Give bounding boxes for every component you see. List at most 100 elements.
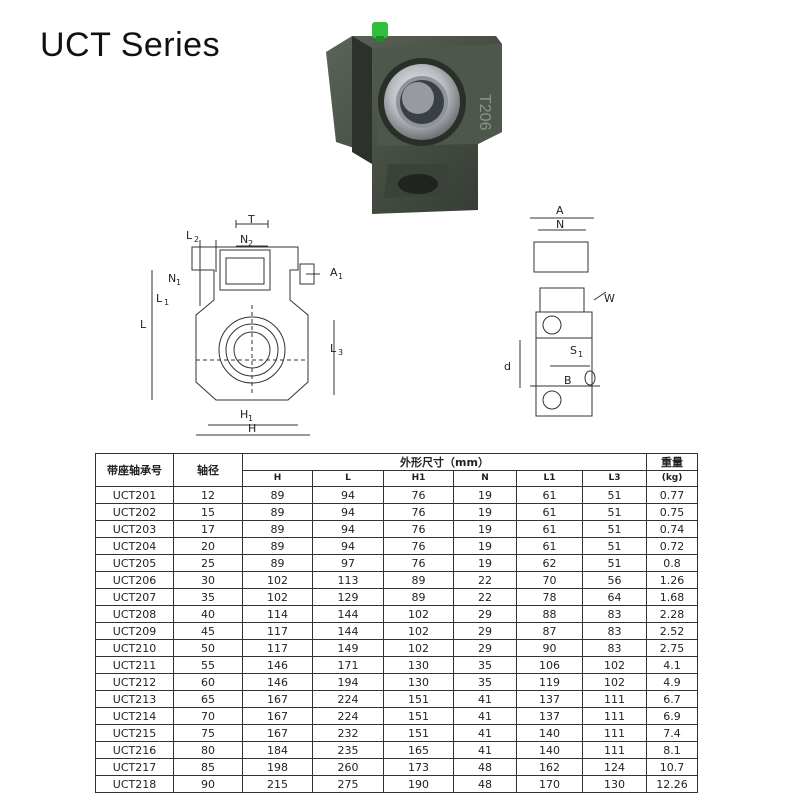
table-cell: UCT212 bbox=[95, 673, 174, 691]
table-cell: 19 bbox=[453, 520, 517, 538]
table-cell: 61 bbox=[516, 486, 583, 504]
table-cell: 113 bbox=[312, 571, 384, 589]
table-cell: 41 bbox=[453, 707, 517, 725]
table-cell: 4.9 bbox=[646, 673, 699, 691]
product-marking: T206 bbox=[476, 94, 493, 131]
dim-T: T bbox=[247, 213, 255, 226]
table-cell: 19 bbox=[453, 486, 517, 504]
table-cell: 89 bbox=[383, 588, 454, 606]
table-cell: 83 bbox=[581, 622, 648, 640]
table-cell: 102 bbox=[242, 588, 313, 606]
table-cell: 111 bbox=[581, 724, 648, 742]
table-cell: UCT205 bbox=[95, 554, 174, 572]
dim-N1: N bbox=[168, 272, 176, 285]
table-cell: 94 bbox=[312, 503, 384, 521]
table-cell: UCT207 bbox=[95, 588, 174, 606]
table-cell: 0.72 bbox=[646, 537, 699, 555]
table-cell: 146 bbox=[242, 656, 313, 674]
col-N: N bbox=[453, 470, 517, 487]
col-dimensions: 外形尺寸（mm） bbox=[241, 453, 648, 471]
col-bore: 轴径 bbox=[173, 453, 243, 487]
dim-S1: S bbox=[570, 344, 577, 357]
table-cell: 102 bbox=[383, 622, 454, 640]
table-cell: UCT204 bbox=[95, 537, 174, 555]
table-cell: 130 bbox=[581, 775, 648, 793]
table-cell: 137 bbox=[516, 707, 583, 725]
table-cell: UCT211 bbox=[95, 656, 174, 674]
table-cell: 19 bbox=[453, 554, 517, 572]
dim-L: L bbox=[140, 318, 147, 331]
table-cell: 87 bbox=[516, 622, 583, 640]
table-cell: 41 bbox=[453, 724, 517, 742]
table-cell: UCT202 bbox=[95, 503, 174, 521]
table-cell: 80 bbox=[173, 741, 243, 759]
table-cell: 144 bbox=[312, 605, 384, 623]
dim-N: N bbox=[556, 218, 564, 231]
table-cell: 94 bbox=[312, 520, 384, 538]
table-cell: UCT215 bbox=[95, 724, 174, 742]
table-cell: 51 bbox=[581, 537, 648, 555]
col-L1: L1 bbox=[516, 470, 583, 487]
table-cell: 151 bbox=[383, 724, 454, 742]
dim-A1: A bbox=[330, 266, 338, 279]
table-cell: 76 bbox=[383, 503, 454, 521]
svg-text:3: 3 bbox=[338, 348, 343, 357]
table-cell: 48 bbox=[453, 775, 517, 793]
table-cell: 22 bbox=[453, 571, 517, 589]
table-cell: 173 bbox=[383, 758, 454, 776]
table-cell: UCT201 bbox=[95, 486, 174, 504]
table-cell: 30 bbox=[173, 571, 243, 589]
table-cell: 114 bbox=[242, 605, 313, 623]
table-cell: 60 bbox=[173, 673, 243, 691]
table-cell: UCT206 bbox=[95, 571, 174, 589]
table-cell: 260 bbox=[312, 758, 384, 776]
table-cell: 65 bbox=[173, 690, 243, 708]
side-view-drawing: A N W S 1 d B bbox=[504, 204, 615, 417]
table-cell: 117 bbox=[242, 639, 313, 657]
table-cell: 88 bbox=[516, 605, 583, 623]
table-cell: 102 bbox=[383, 639, 454, 657]
table-cell: 10.7 bbox=[646, 758, 699, 776]
col-weight-unit: (kg) bbox=[646, 470, 699, 487]
table-cell: 102 bbox=[242, 571, 313, 589]
table-cell: 129 bbox=[312, 588, 384, 606]
table-cell: 151 bbox=[383, 690, 454, 708]
svg-text:1: 1 bbox=[176, 278, 181, 287]
table-cell: 51 bbox=[581, 520, 648, 538]
dim-d: d bbox=[504, 360, 511, 373]
table-cell: UCT203 bbox=[95, 520, 174, 538]
col-weight: 重量 bbox=[646, 453, 699, 471]
dim-L3: L bbox=[330, 342, 337, 355]
table-cell: 184 bbox=[242, 741, 313, 759]
table-cell: 83 bbox=[581, 639, 648, 657]
table-cell: 29 bbox=[453, 605, 517, 623]
table-cell: 162 bbox=[516, 758, 583, 776]
dim-W: W bbox=[604, 292, 615, 305]
table-cell: 2.52 bbox=[646, 622, 699, 640]
table-cell: UCT209 bbox=[95, 622, 174, 640]
table-cell: 1.26 bbox=[646, 571, 699, 589]
table-cell: 167 bbox=[242, 690, 313, 708]
front-view-drawing: T N 2 L 2 N 1 L 1 L A 1 L 3 H 1 H bbox=[140, 213, 343, 436]
table-cell: 167 bbox=[242, 724, 313, 742]
table-cell: 7.4 bbox=[646, 724, 699, 742]
table-cell: 89 bbox=[242, 520, 313, 538]
table-cell: UCT208 bbox=[95, 605, 174, 623]
table-cell: 78 bbox=[516, 588, 583, 606]
table-cell: 76 bbox=[383, 520, 454, 538]
table-cell: 97 bbox=[312, 554, 384, 572]
table-cell: 0.8 bbox=[646, 554, 699, 572]
table-cell: 167 bbox=[242, 707, 313, 725]
table-cell: 0.75 bbox=[646, 503, 699, 521]
table-cell: 130 bbox=[383, 656, 454, 674]
table-cell: 76 bbox=[383, 537, 454, 555]
table-cell: 102 bbox=[581, 673, 648, 691]
table-cell: 106 bbox=[516, 656, 583, 674]
table-cell: 117 bbox=[242, 622, 313, 640]
table-cell: UCT218 bbox=[95, 775, 174, 793]
